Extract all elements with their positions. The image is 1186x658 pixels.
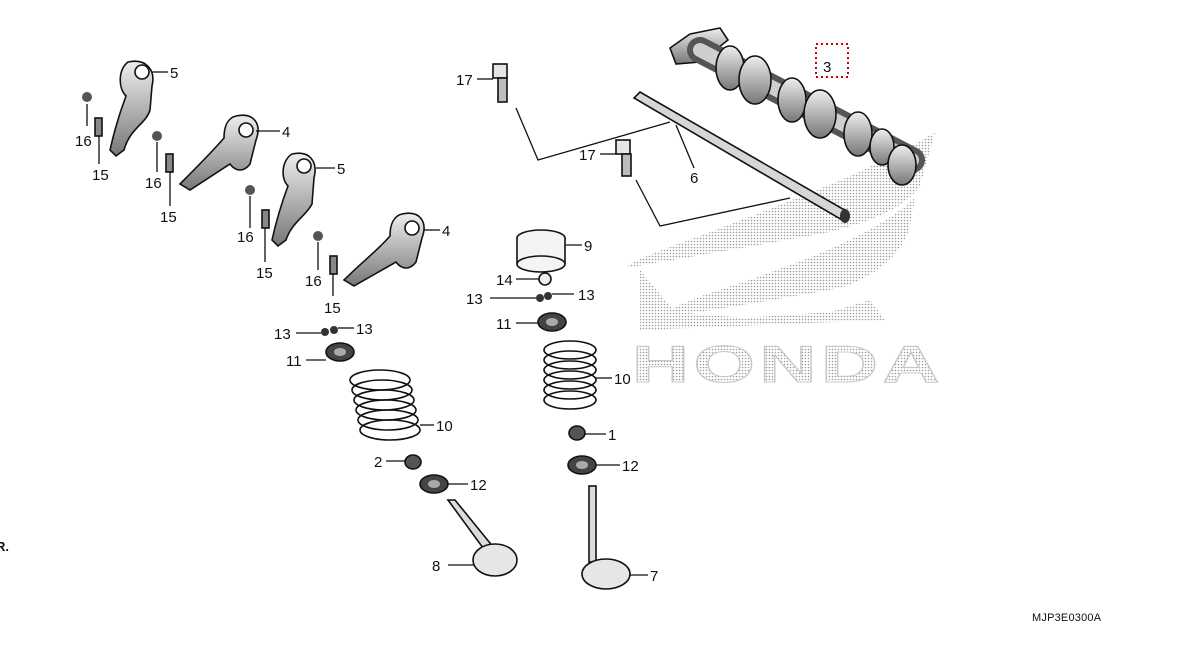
callout-15-b[interactable]: 15 (160, 209, 177, 226)
callout-2[interactable]: 2 (374, 454, 382, 471)
callout-9[interactable]: 9 (584, 238, 592, 255)
callout-5-upper[interactable]: 5 (170, 65, 178, 82)
rocker-arm-4-upper (178, 114, 259, 191)
rocker-arm-5-lower (271, 152, 316, 248)
callout-17-middle[interactable]: 17 (579, 147, 596, 164)
bolt-middle (615, 139, 632, 177)
callout-1[interactable]: 1 (608, 427, 616, 444)
right-valve-train (516, 229, 631, 590)
callout-6[interactable]: 6 (690, 170, 698, 187)
left-valve-train (321, 326, 518, 577)
callout-16-a[interactable]: 16 (75, 133, 92, 150)
camshaft (669, 27, 925, 186)
rocker-arm-5-upper (109, 60, 154, 158)
callout-5-lower[interactable]: 5 (337, 161, 345, 178)
callout-16-d[interactable]: 16 (305, 273, 322, 290)
callout-15-d[interactable]: 15 (324, 300, 341, 317)
callout-13-left-left[interactable]: 13 (274, 326, 291, 343)
callout-15-c[interactable]: 15 (256, 265, 273, 282)
callout-10-right[interactable]: 10 (614, 371, 631, 388)
edge-fragment-text: R. (0, 539, 9, 554)
callout-8[interactable]: 8 (432, 558, 440, 575)
callout-3-highlight (815, 43, 849, 78)
callout-labels: 5 4 5 4 16 15 16 15 16 15 16 15 17 17 3 … (75, 43, 849, 585)
callout-11-left[interactable]: 11 (286, 353, 302, 370)
bolt-top (492, 63, 508, 103)
callout-13-right-right[interactable]: 13 (578, 287, 595, 304)
honda-wing-logo: HONDA (626, 132, 944, 395)
callout-13-left-right[interactable]: 13 (356, 321, 373, 338)
callout-16-b[interactable]: 16 (145, 175, 162, 192)
callout-4-upper[interactable]: 4 (282, 124, 290, 141)
callout-16-c[interactable]: 16 (237, 229, 254, 246)
diagram-code: MJP3E0300A (1032, 612, 1102, 624)
callout-17-top[interactable]: 17 (456, 72, 473, 89)
callout-13-right-left[interactable]: 13 (466, 291, 483, 308)
callout-4-lower[interactable]: 4 (442, 223, 450, 240)
callout-10-left[interactable]: 10 (436, 418, 453, 435)
callout-11-right[interactable]: 11 (496, 316, 512, 333)
callout-12-left[interactable]: 12 (470, 477, 487, 494)
callout-14[interactable]: 14 (496, 272, 513, 289)
callout-12-right[interactable]: 12 (622, 458, 639, 475)
callout-3[interactable]: 3 (823, 59, 831, 76)
honda-watermark-text: HONDA (632, 336, 944, 394)
leader-lines (86, 71, 695, 576)
rocker-shaft (632, 91, 850, 223)
rocker-arm-4-lower (342, 212, 425, 287)
callout-15-a[interactable]: 15 (92, 167, 109, 184)
callout-7[interactable]: 7 (650, 568, 658, 585)
